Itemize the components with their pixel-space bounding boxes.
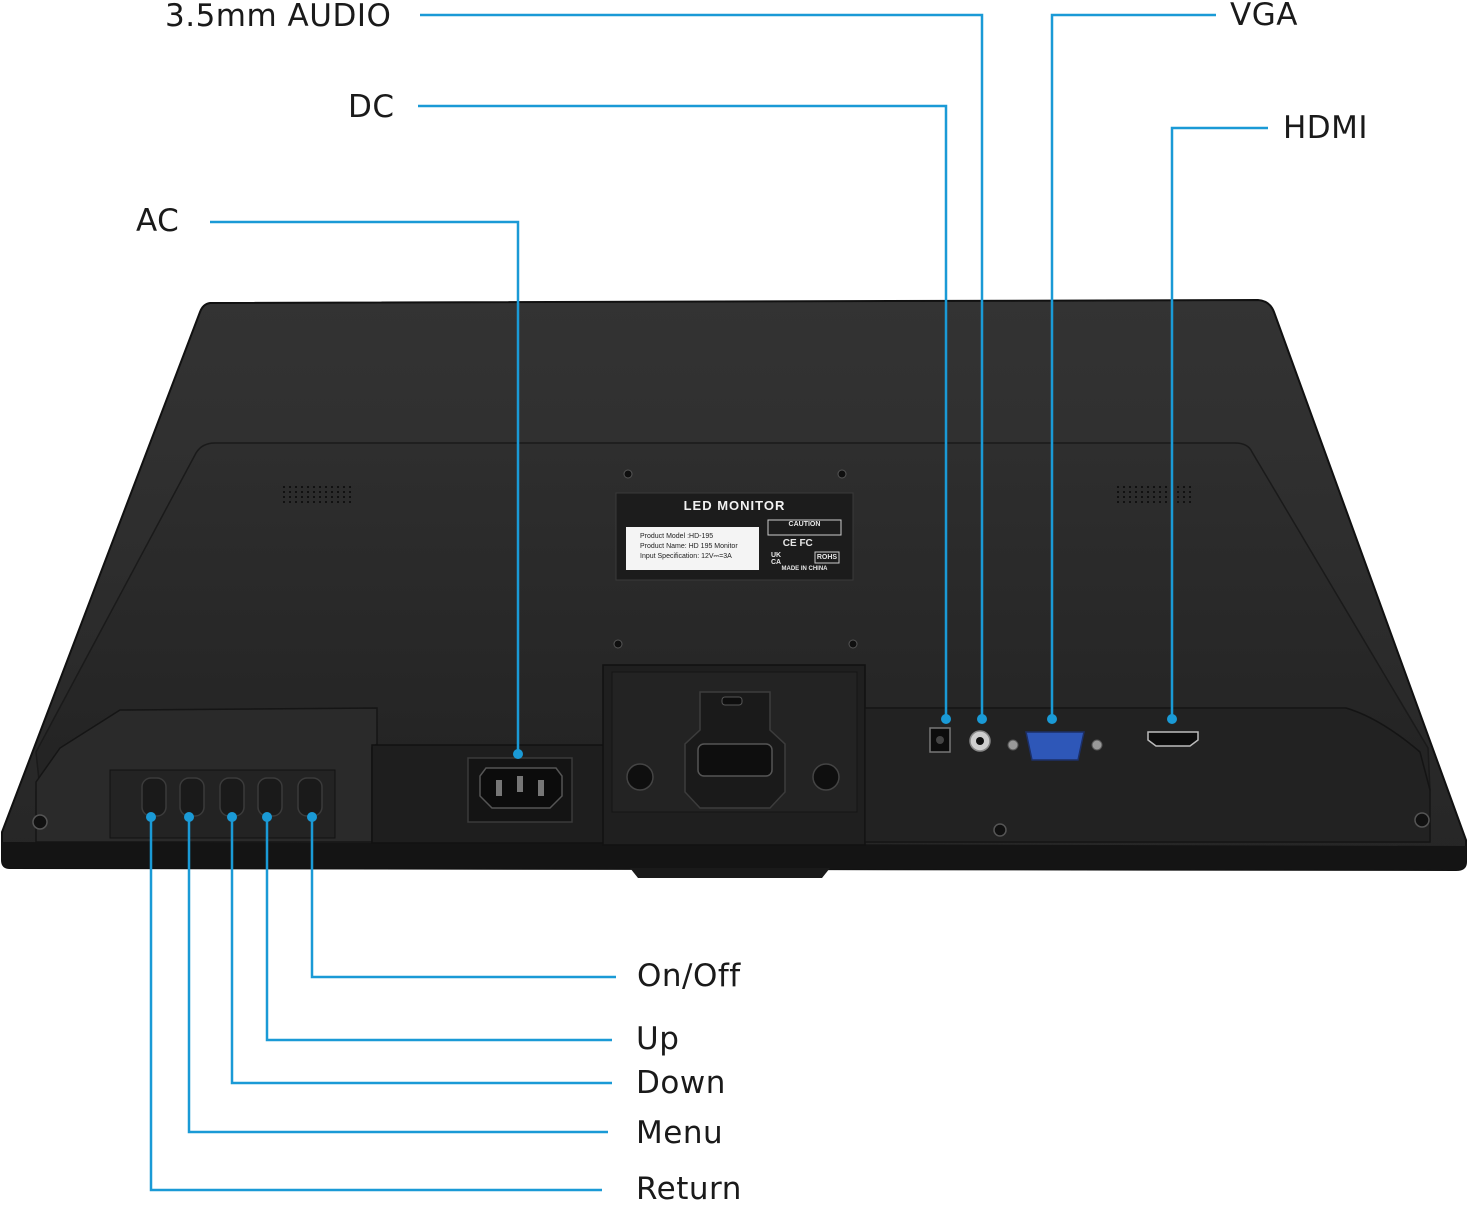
- vga-port-shape: [1025, 731, 1085, 761]
- product-model-line: Product Model :HD-195: [640, 533, 714, 540]
- rohs-box: [814, 551, 840, 564]
- product-label-title: LED MONITOR: [683, 498, 786, 513]
- product-name-line: Product Name: HD 195 Monitor: [640, 543, 738, 550]
- return-button-shape: [141, 777, 167, 817]
- leader-ac: [210, 220, 520, 754]
- leader-down: [230, 817, 612, 1085]
- leader-hdmi: [1170, 126, 1268, 719]
- leader-endpoints: [146, 714, 1177, 822]
- stand-screw: [812, 763, 840, 791]
- leader-audio: [420, 13, 984, 719]
- callout-return: Return: [636, 1171, 742, 1207]
- leader-lines: [149, 13, 1268, 1192]
- leader-return: [149, 817, 602, 1192]
- callout-on-off: On/Off: [637, 958, 741, 994]
- left-speaker-grille: [279, 486, 353, 506]
- menu-button-shape: [179, 777, 205, 817]
- vesa-hole: [613, 639, 623, 649]
- leader-menu: [187, 817, 608, 1134]
- callout-audio: 3.5mm AUDIO: [165, 0, 392, 34]
- vesa-hole: [848, 639, 858, 649]
- leader-vga: [1050, 13, 1216, 719]
- cert-marks: CE FC: [780, 538, 813, 549]
- right-speaker-grille: [1117, 484, 1191, 504]
- corner-screw: [1414, 812, 1430, 828]
- callout-dc: DC: [348, 89, 395, 125]
- rohs-mark: ROHS: [816, 554, 838, 561]
- product-info-box: [626, 527, 759, 570]
- vesa-hole: [837, 469, 847, 479]
- callout-menu: Menu: [636, 1115, 724, 1151]
- caution-text: CAUTION: [788, 521, 821, 528]
- side-buttons: [141, 777, 323, 817]
- input-spec-line: Input Specification: 12V⎓=3A: [640, 553, 732, 560]
- leader-up: [265, 817, 612, 1042]
- corner-screw: [993, 823, 1007, 837]
- ukca-mark: UK CA: [771, 552, 782, 566]
- monitor-bottom-rim: [2, 842, 1466, 870]
- onoff-button-shape: [297, 777, 323, 817]
- callout-down: Down: [636, 1065, 726, 1101]
- port-panel: [864, 707, 1431, 843]
- hdmi-port-shape: [1147, 731, 1199, 747]
- corner-screw: [32, 814, 48, 830]
- leader-dc: [418, 104, 948, 719]
- up-button-shape: [257, 777, 283, 817]
- leader-onoff: [310, 817, 616, 979]
- down-button-shape: [219, 777, 245, 817]
- vesa-hole: [623, 469, 633, 479]
- callout-hdmi: HDMI: [1283, 110, 1369, 146]
- caution-box: [767, 519, 842, 536]
- stand-screw: [626, 763, 654, 791]
- callout-up: Up: [636, 1021, 680, 1057]
- made-in-text: MADE IN CHINA: [781, 566, 828, 572]
- callout-vga: VGA: [1230, 0, 1298, 33]
- callout-ac: AC: [136, 203, 180, 239]
